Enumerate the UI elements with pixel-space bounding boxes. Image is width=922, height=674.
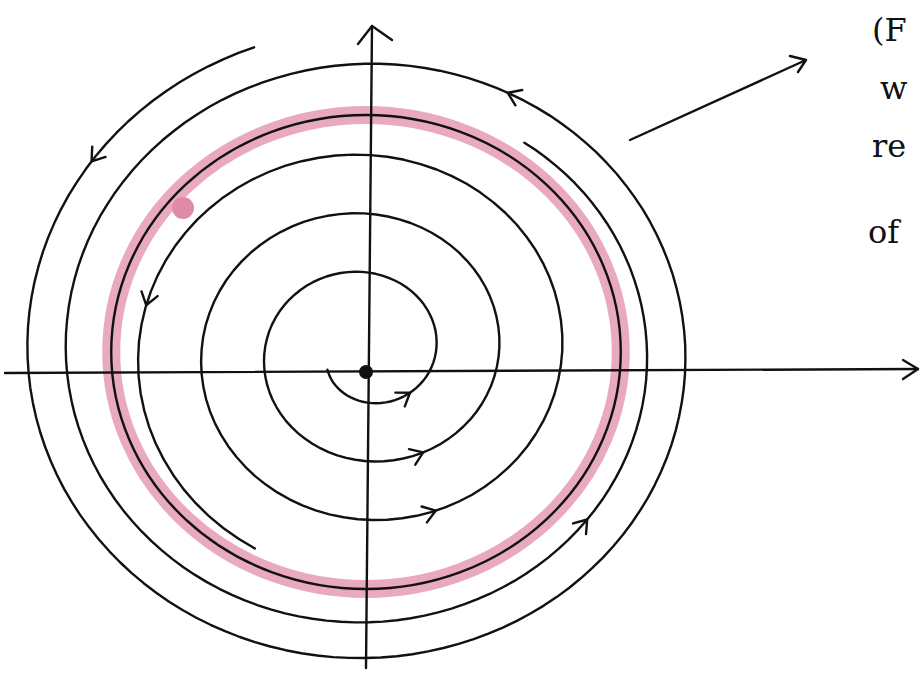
inner-spiral	[138, 155, 562, 549]
direction-arrowhead	[409, 449, 423, 465]
x-axis-arrowhead	[903, 360, 918, 379]
direction-arrowhead	[395, 393, 410, 407]
limit-cycle-highlight	[111, 115, 621, 589]
equilibrium-point	[359, 365, 373, 379]
handwritten-note: of	[868, 216, 899, 248]
y-axis	[366, 26, 372, 668]
pointer-arrow	[630, 56, 806, 140]
x-axis	[5, 369, 918, 373]
direction-arrowhead	[92, 147, 106, 162]
handwritten-note: re	[872, 130, 906, 162]
highlight-dot	[172, 197, 194, 219]
handwritten-note: w	[880, 72, 907, 104]
direction-arrowhead	[142, 291, 158, 305]
direction-arrowhead	[422, 507, 436, 523]
direction-arrowhead	[573, 520, 587, 535]
limit-cycle	[111, 115, 621, 589]
y-axis-arrowhead	[358, 26, 392, 44]
direction-arrowhead	[508, 90, 522, 105]
outer-spiral	[27, 47, 685, 658]
handwritten-note: (F	[872, 14, 907, 46]
trajectories	[5, 26, 918, 668]
